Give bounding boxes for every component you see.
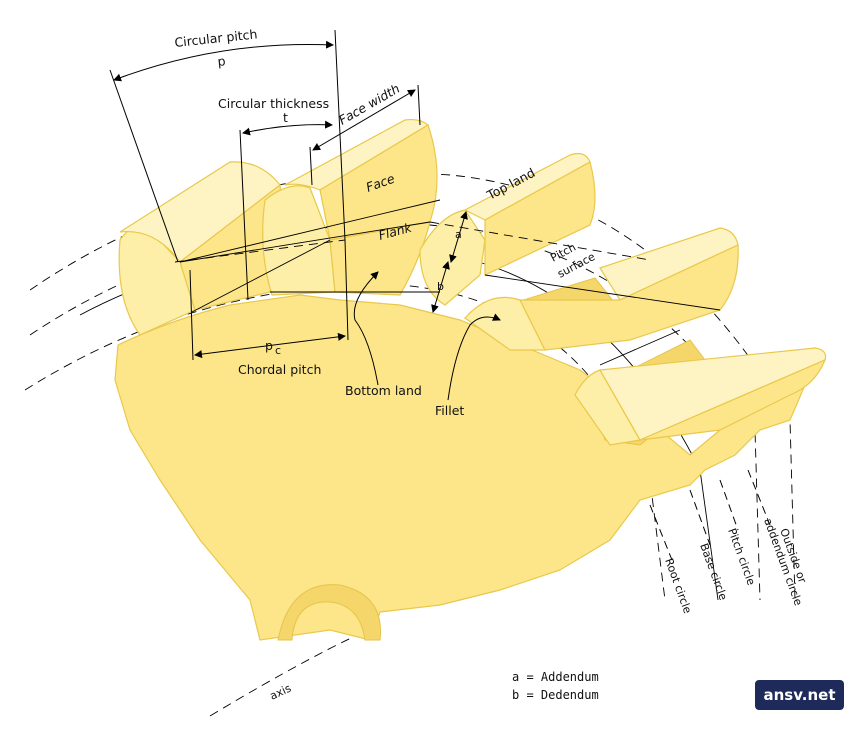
- gear-web: [114, 294, 807, 641]
- tooth-5-face: [639, 358, 827, 441]
- hub-bore: [277, 584, 381, 641]
- t-label: t: [283, 110, 288, 125]
- legend-dedendum: b = Dedendum: [512, 688, 599, 702]
- gear-teeth: [118, 118, 827, 446]
- face-width-label: Face width: [336, 81, 402, 128]
- tooth-3-face: [484, 161, 596, 276]
- bottom-land-label: Bottom land: [345, 383, 422, 398]
- axis-line: [209, 624, 381, 717]
- root-circle-label: Root circle: [662, 557, 694, 616]
- circular-pitch-arrow: [113, 40, 334, 82]
- pc-label: p: [265, 338, 273, 353]
- tooth-2-side: [262, 185, 336, 296]
- watermark-badge: ansv.net: [755, 680, 844, 710]
- circular-thickness-arrow: [242, 120, 333, 136]
- chordal-pitch-arrow: [194, 332, 346, 359]
- b-label: b: [437, 280, 444, 293]
- a-label: a: [455, 228, 462, 241]
- tooth-4-face: [519, 244, 739, 351]
- pc-subscript: c: [275, 344, 281, 357]
- fillet-label: Fillet: [435, 403, 464, 418]
- p-label: p: [217, 53, 227, 69]
- addendum-arrow: [449, 211, 468, 263]
- bottom-land-leader: [353, 271, 379, 386]
- legend-addendum: a = Addendum: [512, 670, 599, 684]
- circular-thickness-label: Circular thickness: [218, 96, 329, 111]
- pitch-circle-label: Pitch circle: [725, 527, 758, 588]
- tooth-2-flank: [329, 221, 431, 296]
- dimensions: [109, 29, 771, 561]
- axis-label: axis: [268, 682, 294, 703]
- dedendum-arrow: [431, 261, 450, 313]
- base-circle-label: Base circle: [697, 542, 730, 603]
- gear-body: [114, 294, 807, 641]
- chordal-pitch-label: Chordal pitch: [238, 362, 321, 377]
- tooth-lines: [174, 199, 721, 366]
- legend: a = Addendum b = Dedendum: [512, 670, 599, 702]
- circular-pitch-label: Circular pitch: [174, 26, 258, 50]
- face-width-arrow: [312, 89, 416, 151]
- fillet-leader: [447, 313, 501, 401]
